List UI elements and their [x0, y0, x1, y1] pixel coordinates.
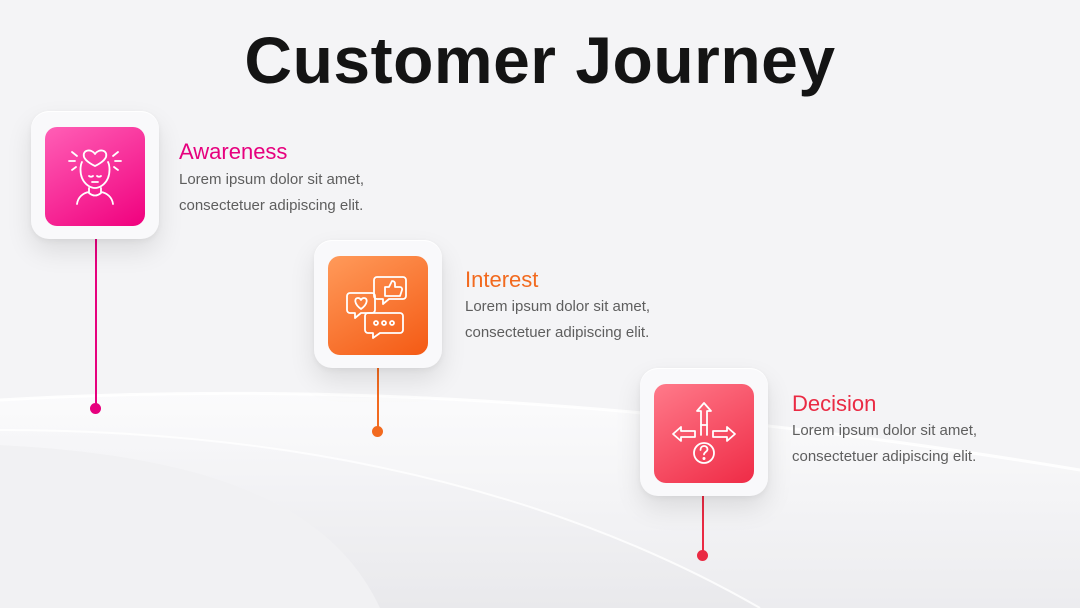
decision-title: Decision	[792, 391, 877, 416]
interest-connector-line	[377, 352, 379, 432]
decision-card	[640, 368, 768, 496]
awareness-description-line-2: consectetuer adipiscing elit.	[179, 197, 364, 214]
decision-connector-line	[702, 480, 704, 556]
awareness-description-line-1: Lorem ipsum dolor sit amet,	[179, 171, 365, 188]
crossroads-question-icon	[672, 401, 736, 464]
interest-description-line-1: Lorem ipsum dolor sit amet,	[465, 298, 651, 315]
interest-description: Lorem ipsum dolor sit amet, consectetuer…	[465, 294, 725, 346]
decision-description-line-1: Lorem ipsum dolor sit amet,	[792, 422, 978, 439]
awareness-card	[31, 111, 159, 239]
page-title: Customer Journey	[244, 23, 836, 97]
awareness-description: Lorem ipsum dolor sit amet, consectetuer…	[179, 167, 439, 219]
decision-tile	[654, 384, 754, 483]
awareness-title: Awareness	[179, 139, 288, 164]
decision-description-line-2: consectetuer adipiscing elit.	[792, 448, 977, 465]
interest-card	[314, 240, 442, 368]
decision-connector-dot	[697, 550, 708, 561]
chat-bubbles-icon	[346, 275, 407, 339]
awareness-connector-line	[95, 222, 97, 408]
decision-description: Lorem ipsum dolor sit amet, consectetuer…	[792, 418, 1052, 470]
interest-title: Interest	[465, 267, 539, 292]
awareness-tile	[45, 127, 145, 226]
interest-connector-dot	[372, 426, 383, 437]
person-with-heart-icon	[68, 149, 122, 205]
interest-description-line-2: consectetuer adipiscing elit.	[465, 324, 650, 341]
awareness-connector-dot	[90, 403, 101, 414]
interest-tile	[328, 256, 428, 355]
